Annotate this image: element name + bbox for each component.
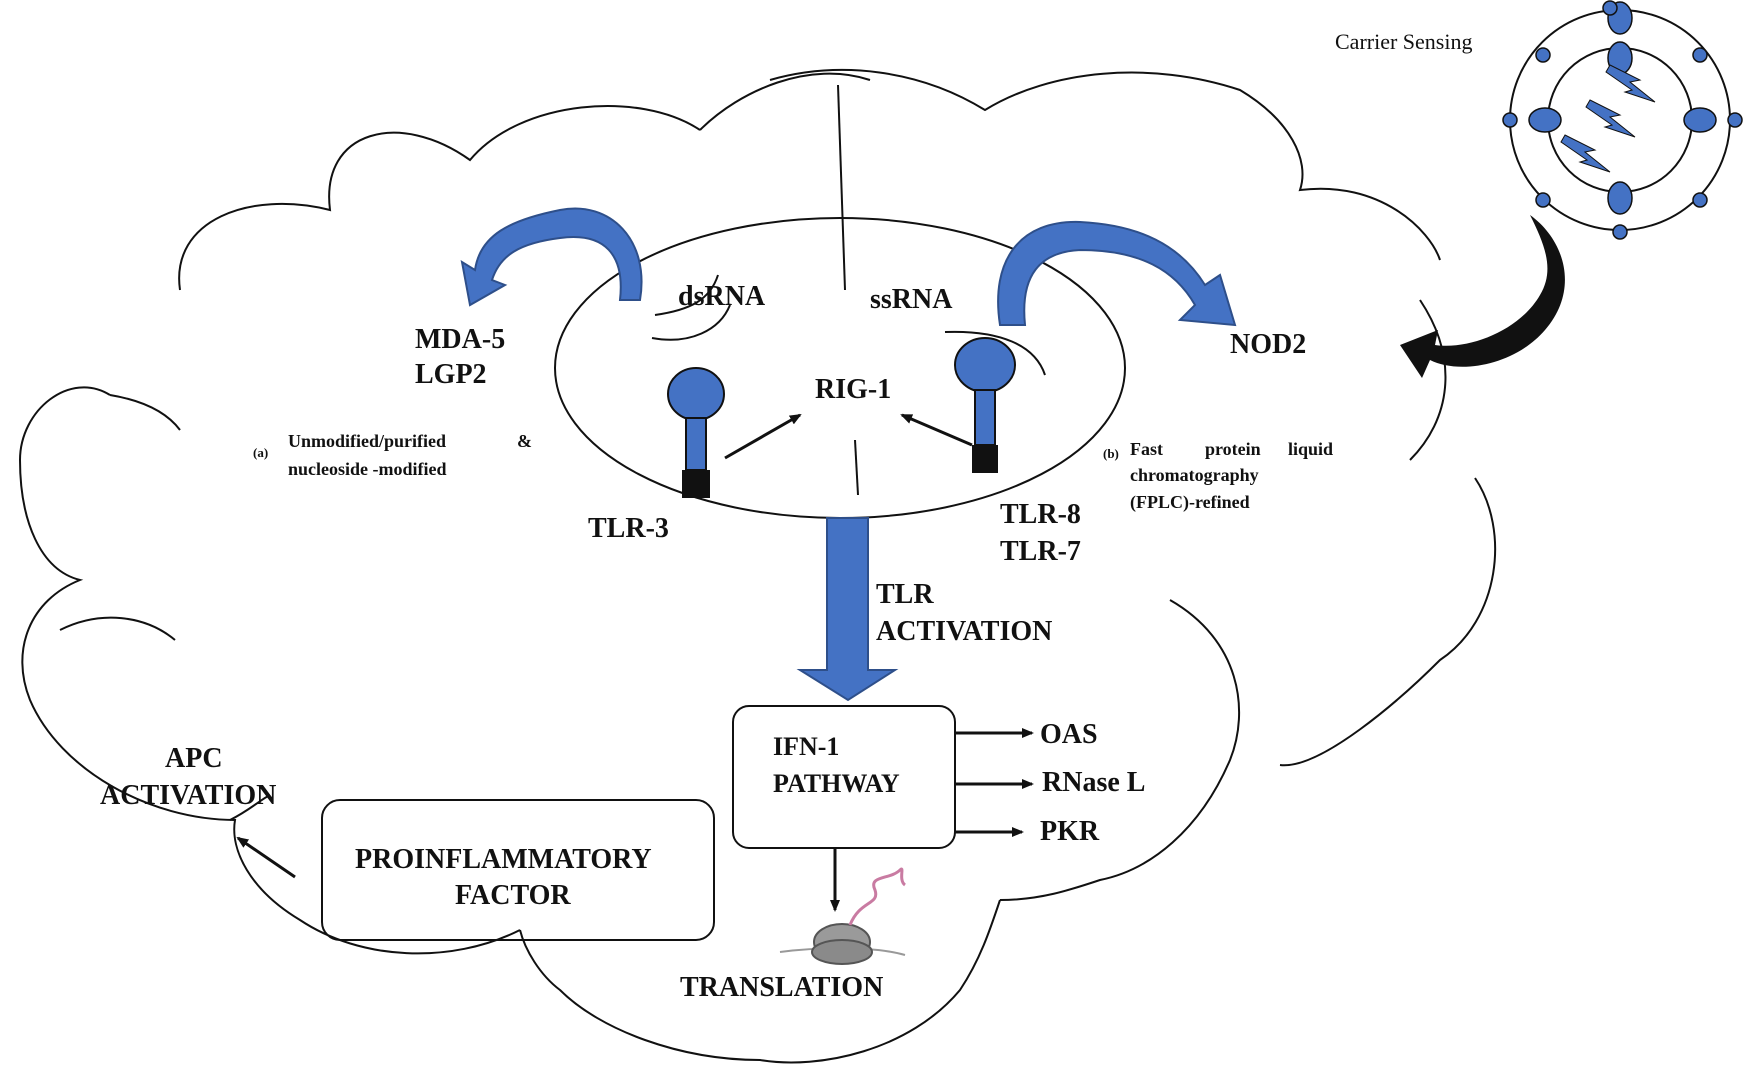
note-b-line2: chromatography [1130, 465, 1259, 485]
carrier-bead [1535, 192, 1551, 208]
cell-cloud-outline [18, 69, 1497, 1064]
label-nod2: NOD2 [1230, 329, 1306, 360]
label-mda5: MDA-5 [415, 324, 505, 355]
tlr-activation-arrow [796, 517, 899, 702]
label-ifn-pathway: PATHWAY [773, 769, 900, 798]
arrow-tlr3-to-rig1 [724, 413, 802, 460]
note-b-word2: protein [1205, 439, 1261, 459]
label-proinflammatory: PROINFLAMMATORY [355, 844, 652, 875]
proinflammatory-factor-box [321, 799, 715, 941]
label-carrier-sensing: Carrier Sensing [1335, 29, 1472, 54]
arrow-tlr8-to-rig1 [900, 413, 973, 447]
label-tlr7: TLR-7 [1000, 536, 1081, 567]
label-tlr-activation-2: ACTIVATION [876, 616, 1052, 647]
label-ssrna: ssRNA [870, 284, 953, 315]
ssrna-strand [944, 330, 1046, 376]
note-a-marker: (a) [253, 445, 268, 460]
carrier-protrusion [1683, 107, 1717, 133]
carrier-bead [1692, 192, 1708, 208]
dsrna-strand-2 [651, 304, 731, 341]
note-b-marker: (b) [1103, 446, 1119, 461]
label-ifn1: IFN-1 [773, 732, 839, 761]
ribosome-icon [779, 867, 907, 965]
note-a-amp: & [517, 431, 532, 451]
curved-arrow-to-nod2 [997, 220, 1237, 327]
label-tlr-activation-1: TLR [876, 579, 934, 610]
tlr3-receptor [667, 367, 725, 498]
carrier-bead [1692, 47, 1708, 63]
carrier-particle [1502, 0, 1743, 240]
carrier-sensing-arrow [1400, 215, 1565, 378]
label-dsrna: dsRNA [678, 281, 766, 312]
label-factor: FACTOR [455, 880, 571, 911]
note-a-line2: nucleoside -modified [288, 459, 447, 479]
dsrna-strand [654, 274, 719, 316]
carrier-protrusion [1528, 107, 1562, 133]
label-lgp2: LGP2 [415, 359, 487, 390]
divider-line-top [837, 84, 846, 291]
label-rnase-l: RNase L [1042, 767, 1145, 798]
note-b-word1: Fast [1130, 439, 1163, 459]
divider-line-bottom [854, 439, 859, 496]
bolt-icon [1585, 99, 1636, 138]
curved-arrow-to-mda5 [460, 207, 643, 307]
note-a-line1: Unmodified/purified [288, 431, 446, 451]
label-tlr8: TLR-8 [1000, 499, 1081, 530]
note-b-line3: (FPLC)-refined [1130, 492, 1250, 513]
bolt-icon [1560, 134, 1611, 173]
label-apc-activation: ACTIVATION [100, 780, 276, 811]
label-rig1: RIG-1 [815, 374, 891, 405]
label-tlr3: TLR-3 [588, 513, 669, 544]
bolt-icon [1605, 64, 1656, 103]
note-b-word3: liquid [1288, 439, 1333, 459]
ifn1-pathway-box [732, 705, 956, 849]
carrier-bead [1612, 224, 1628, 240]
label-translation: TRANSLATION [680, 972, 883, 1003]
carrier-protrusion [1607, 181, 1633, 215]
carrier-bead [1602, 0, 1618, 16]
carrier-bead [1502, 112, 1518, 128]
arrow-to-apc [236, 836, 296, 879]
tlr8-receptor [954, 337, 1016, 473]
carrier-bead [1727, 112, 1743, 128]
carrier-bead [1535, 47, 1551, 63]
label-pkr: PKR [1040, 816, 1100, 847]
label-oas: OAS [1040, 719, 1098, 750]
label-apc: APC [165, 743, 223, 774]
